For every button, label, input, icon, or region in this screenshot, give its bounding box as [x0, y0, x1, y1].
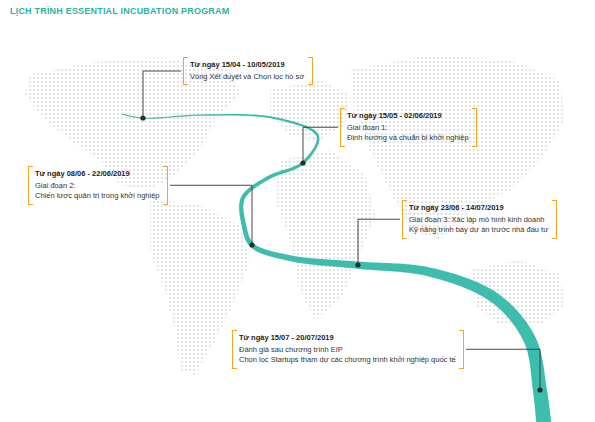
chart-title: LỊCH TRÌNH ESSENTIAL INCUBATION PROGRAM [10, 6, 229, 16]
date-range: Từ ngày 15/04 - 10/05/2019 [190, 60, 306, 71]
date-range: Từ ngày 15/07 - 20/07/2019 [239, 333, 457, 344]
milestone-callout: Từ ngày 08/06 - 22/06/2019Giai đoạn 2:Ch… [28, 166, 168, 205]
milestone-dot [249, 242, 254, 247]
milestone-text: Chọn lọc Startups tham dự các chương trì… [239, 355, 457, 366]
milestone-text: Giai đoạn 1: [347, 123, 470, 134]
date-range: Từ ngày 08/06 - 22/06/2019 [35, 169, 161, 180]
milestone-dot [140, 115, 145, 120]
milestone-text: Định hướng và chuẩn bị khởi nghiệp [347, 133, 470, 144]
milestone-dot [355, 262, 360, 267]
milestone-text: Giai đoạn 2: [35, 181, 161, 192]
leader-line [170, 185, 252, 245]
milestone-text: Vòng Xét duyệt và Chọn lọc hồ sơ [190, 72, 306, 83]
milestone-text: Đánh giá sau chương trình EIP [239, 345, 457, 356]
milestone-callout: Từ ngày 23/06 - 14/07/2019Giai đoạn 3: X… [402, 200, 557, 239]
road-ribbon [122, 114, 551, 422]
milestone-text: Giai đoạn 3: Xác lập mô hình kinh doanh [409, 215, 550, 226]
continents [25, 55, 565, 375]
milestone-callout: Từ ngày 15/04 - 10/05/2019Vòng Xét duyệt… [183, 57, 313, 85]
leader-line [303, 127, 338, 163]
road-edge [122, 114, 537, 422]
milestone-dot [537, 387, 542, 392]
date-range: Từ ngày 23/06 - 14/07/2019 [409, 203, 550, 214]
milestone-text: Chiến lược quản trị trong khởi nghiệp [35, 191, 161, 202]
leader-line [143, 71, 181, 118]
milestone-callout: Từ ngày 15/07 - 20/07/2019Đánh giá sau c… [232, 330, 464, 369]
milestone-text: Kỹ năng trình bày dự án trước nhà đầu tư [409, 225, 550, 236]
leader-line [466, 349, 540, 390]
milestone-dot [300, 160, 305, 165]
milestone-callout: Từ ngày 15/05 - 02/06/2019Giai đoạn 1:Đị… [340, 108, 477, 147]
date-range: Từ ngày 15/05 - 02/06/2019 [347, 111, 470, 122]
leader-line [358, 219, 400, 265]
